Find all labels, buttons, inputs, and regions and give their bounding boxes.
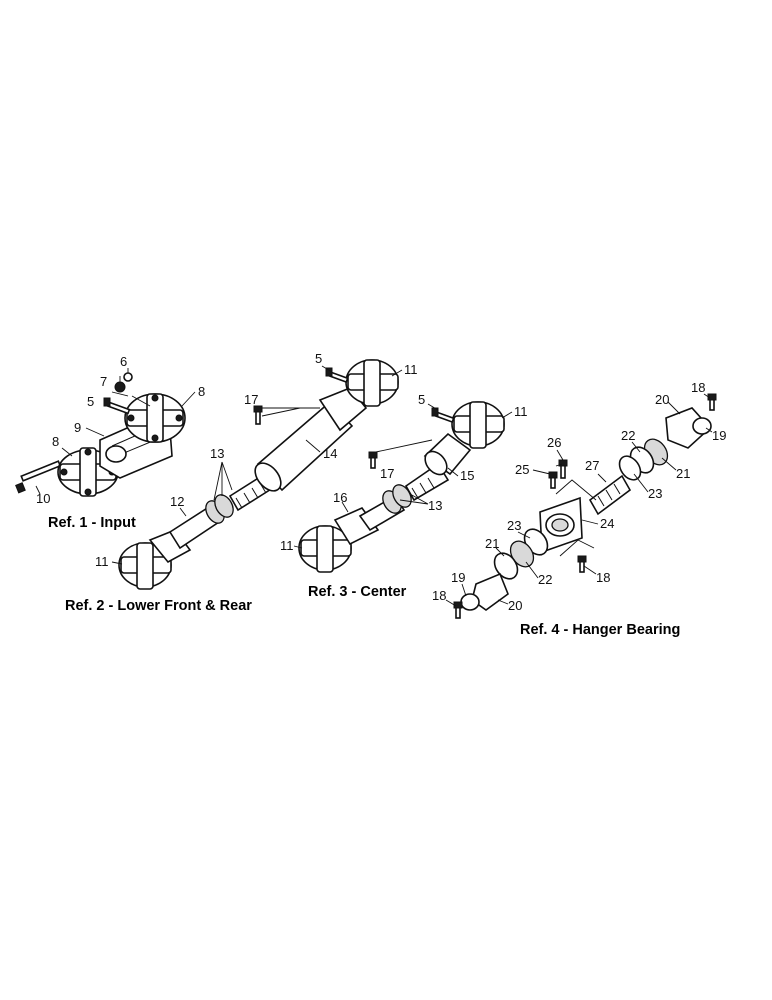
flange-yoke-8-right: [124, 393, 186, 443]
callout-23: 23: [648, 486, 662, 501]
bolt-18-upper: [707, 393, 717, 411]
ref2-shaft-assembly: [118, 359, 399, 590]
callout-5: 5: [315, 351, 322, 366]
bolt-26: [558, 459, 568, 479]
callout-19: 19: [712, 428, 726, 443]
callout-8: 8: [52, 434, 59, 449]
callout-6: 6: [120, 354, 127, 369]
callout-20: 20: [655, 392, 669, 407]
callout-15: 15: [460, 468, 474, 483]
callout-22: 22: [621, 428, 635, 443]
callout-20: 20: [508, 598, 522, 613]
ref4-hanger-bearing-assembly: [453, 393, 717, 619]
bolt-18-lower: [453, 601, 463, 619]
seal-13b: [214, 494, 234, 518]
bolt-5: [103, 397, 131, 415]
callout-8: 8: [198, 384, 205, 399]
callout-13: 13: [210, 446, 224, 461]
caption-ref2: Ref. 2 - Lower Front & Rear: [65, 598, 252, 614]
callout-12: 12: [170, 494, 184, 509]
callout-11: 11: [95, 554, 109, 569]
ref1-input-assembly: [15, 368, 186, 497]
callout-11: 11: [280, 538, 294, 553]
callout-16: 16: [333, 490, 347, 505]
callout-21: 21: [676, 466, 690, 481]
callout-23: 23: [507, 518, 521, 533]
cross-11-top: [345, 359, 399, 407]
caption-ref3: Ref. 3 - Center: [308, 584, 407, 600]
bolt-18-mid: [577, 555, 587, 573]
callout-17: 17: [244, 392, 258, 407]
washer-19-upper: [692, 417, 712, 435]
callout-26: 26: [547, 435, 561, 450]
bolt-17-ref3: [368, 451, 378, 469]
bolt-5-ref3: [431, 407, 455, 424]
callout-27: 27: [585, 458, 599, 473]
callout-13: 13: [428, 498, 442, 513]
callout-18: 18: [691, 380, 705, 395]
callout-5: 5: [418, 392, 425, 407]
callout-25: 25: [515, 462, 529, 477]
callout-11: 11: [404, 362, 418, 377]
cross-11-bottom: [118, 542, 172, 590]
bolt-25: [548, 471, 558, 489]
washer-19-lower: [460, 593, 480, 611]
callout-17: 17: [380, 466, 394, 481]
callout-11: 11: [514, 404, 528, 419]
caption-ref4: Ref. 4 - Hanger Bearing: [520, 622, 680, 638]
callout-18: 18: [432, 588, 446, 603]
fitting-6: [123, 372, 133, 382]
callout-21: 21: [485, 536, 499, 551]
caption-ref1: Ref. 1 - Input: [48, 515, 136, 531]
cross-11-top-ref3: [451, 401, 505, 449]
callout-18: 18: [596, 570, 610, 585]
callout-14: 14: [323, 446, 337, 461]
washer-7: [114, 381, 126, 393]
bolt-10: [15, 460, 62, 494]
callout-24: 24: [600, 516, 614, 531]
bolt-17-ref2: [253, 405, 263, 425]
callout-7: 7: [100, 374, 107, 389]
callout-5: 5: [87, 394, 94, 409]
callout-9: 9: [74, 420, 81, 435]
callout-10: 10: [36, 491, 50, 506]
bearing-21-lower: [493, 552, 519, 580]
callout-19: 19: [451, 570, 465, 585]
callout-22: 22: [538, 572, 552, 587]
stub-shaft-27: [588, 474, 632, 516]
